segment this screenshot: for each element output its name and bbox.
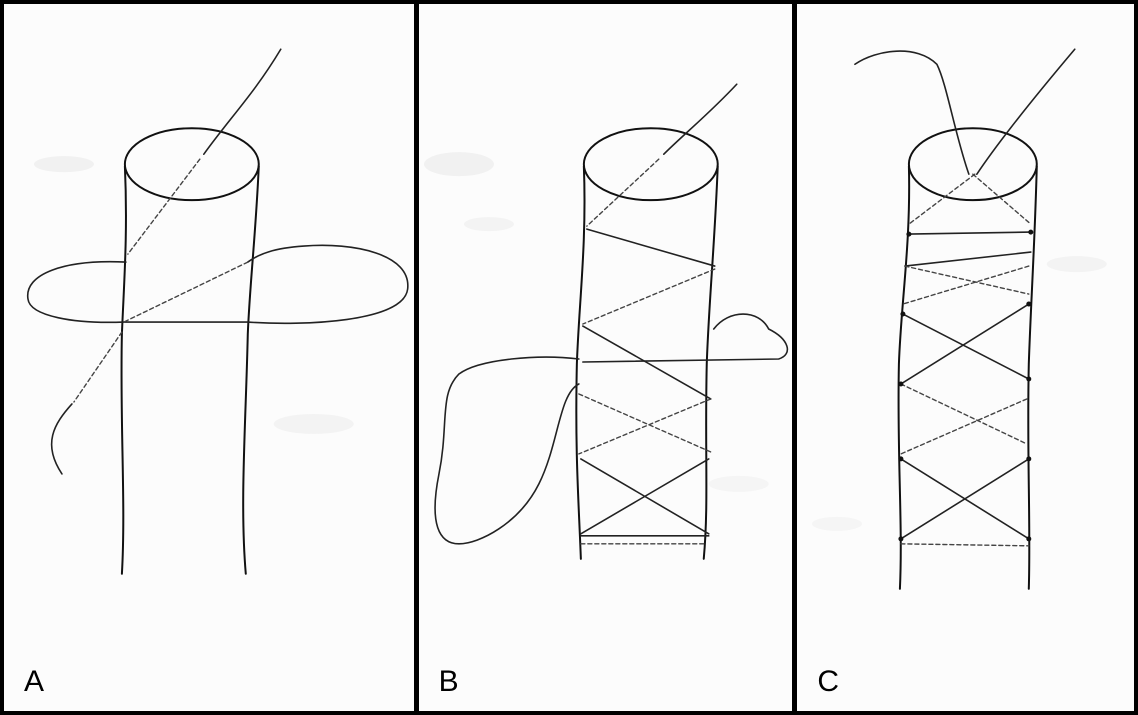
tube-left-wall-c [899,166,910,589]
tube-right-wall-a [243,166,259,574]
thread-loop-a [28,245,408,323]
knot-c-9 [899,536,904,541]
knot-c-6 [1027,376,1032,381]
knot-c-2 [1029,230,1034,235]
thread-inner-a [128,159,200,254]
tube-end-c [909,128,1037,200]
needle-a [204,49,281,154]
stitch-back-2b-c [903,266,1029,304]
needle-b [663,84,736,154]
thread-tail-a [52,404,72,474]
stitch-cross-1a-c [903,314,1029,379]
stitch-row-1-c [909,232,1031,234]
stitch-back-3b-c [901,399,1027,454]
thread-back-a [124,262,248,322]
wrap-back-2-b [579,399,711,454]
panel-label-c: C [817,667,839,697]
thread-loop-right-b [582,314,787,362]
stitch-cross-1b-c [901,304,1029,384]
tube-end-a [125,128,259,200]
panel-c: C [797,4,1134,711]
panel-b: B [419,4,793,711]
stitch-row-2-c [905,252,1031,266]
knot-c-4 [1027,302,1032,307]
knot-c-10 [1027,536,1032,541]
knot-c-7 [899,456,904,461]
wrap-back-1-b [582,269,714,324]
wrap-back-3-b [579,394,711,452]
knot-c-1 [907,232,912,237]
wrap-front-1-b [586,229,714,266]
panel-label-a: A [24,667,44,697]
thread-inner-b [586,159,658,226]
needle-left-c [855,51,969,174]
stitch-bottom-back-c [901,544,1029,546]
tube-right-wall-b [703,166,717,559]
panel-c-drawing [797,4,1134,711]
thread-loop-left-b [435,357,579,544]
stitch-back-2a-c [905,266,1029,294]
knot-c-5 [899,381,904,386]
needle-right-c [977,49,1075,174]
tube-left-wall-a [121,166,125,574]
knot-c-3 [901,312,906,317]
knot-c-8 [1027,456,1032,461]
panel-a: A [4,4,414,711]
panel-b-drawing [419,4,793,711]
thread-exit-a [74,332,122,402]
panel-label-b: B [439,667,459,697]
tube-end-b [583,128,717,200]
panel-a-drawing [4,4,414,711]
stitch-back-3a-c [901,384,1027,444]
